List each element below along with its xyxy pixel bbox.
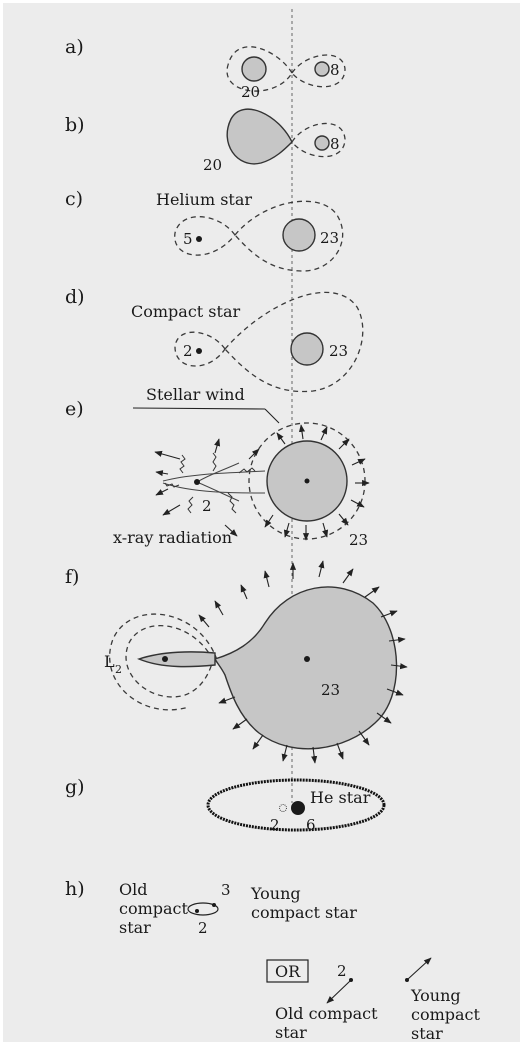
companion-envelope-f [214, 586, 398, 750]
roche-lobe-secondary [291, 54, 346, 88]
young2-label-line1: Young [410, 986, 461, 1005]
young-label-line2: compact star [251, 903, 357, 922]
compact-star-f [162, 656, 168, 662]
panel-d-label: d) [65, 286, 85, 308]
xray-arrows [154, 438, 260, 537]
mass-companion-d: 23 [329, 342, 348, 360]
roche-lobe-compact [174, 331, 226, 367]
mass-compact-d: 2 [183, 342, 193, 360]
panel-h-label: h) [65, 878, 85, 900]
old-compact-star-h [195, 909, 199, 913]
panel-a-label: a) [65, 36, 84, 58]
mass-companion-e: 23 [349, 531, 368, 549]
panel-f-label: f) [65, 566, 79, 588]
panel-h: h) Old compact star 3 2 Young compact st… [65, 878, 481, 1043]
old2-label-line1: Old compact [275, 1004, 378, 1023]
xray-rays [164, 452, 256, 514]
mass-he-g: 6 [306, 816, 316, 834]
mass-compact-g: 2 [270, 816, 280, 834]
mass-bottom-h: 2 [198, 919, 208, 937]
mass-single-h: 2 [337, 962, 347, 980]
compact-star-title: Compact star [131, 302, 240, 321]
companion-star-c [282, 218, 316, 252]
panel-f: f) 23 L 2 [65, 560, 408, 764]
companion-star-d [290, 332, 324, 366]
he-star-g [291, 801, 305, 815]
he-star-label: He star [310, 788, 371, 807]
panel-g-label: g) [65, 776, 85, 798]
panel-b: b) 20 8 [65, 108, 346, 174]
panel-c: c) Helium star 5 23 [65, 188, 344, 272]
compact-star-e [194, 479, 200, 485]
mass-secondary: 8 [330, 61, 340, 79]
helium-star-title: Helium star [156, 190, 252, 209]
companion-core-e [304, 478, 310, 484]
secondary-star [314, 61, 330, 77]
roche-lobe-companion-c [234, 200, 344, 272]
stellar-wind-pointer-tail [264, 408, 280, 424]
panel-a: a) 20 8 [65, 36, 346, 101]
secondary-star-b [314, 135, 330, 151]
common-envelope-ellipse [206, 778, 386, 832]
or-label: OR [275, 962, 301, 981]
binary-evolution-diagram: a) 20 8 b) 20 8 c) Helium star 5 23 d) C… [65, 9, 481, 1043]
young-label-line1: Young [250, 884, 301, 903]
old-label-line1: Old [119, 880, 147, 899]
mass-helium: 5 [183, 230, 193, 248]
old-label-line3: star [119, 918, 151, 937]
accretion-wedge-lower [198, 482, 240, 502]
mass-companion-c: 23 [320, 229, 339, 247]
companion-core-f [304, 656, 310, 662]
wind-arrows-f [198, 560, 408, 764]
roche-lobe-secondary-b [291, 122, 346, 158]
stellar-wind-label: Stellar wind [146, 385, 245, 404]
young2-label-line3: star [411, 1024, 443, 1042]
accretion-wedge-upper [198, 462, 240, 482]
mass-transfer-stream-f [137, 651, 216, 668]
compact-star-g [279, 804, 287, 812]
old2-label-line2: star [275, 1023, 307, 1042]
panel-b-label: b) [65, 114, 85, 136]
mass-compact-e: 2 [202, 497, 212, 515]
lagrange-label: L [104, 652, 115, 671]
panel-g: g) He star 2 6 [65, 776, 386, 834]
compact-star [196, 348, 202, 354]
old-star-velocity-arrow [326, 980, 351, 1004]
binary-orbit-h [187, 902, 219, 916]
young-star-velocity-arrow [407, 957, 432, 980]
mass-primary-b: 20 [203, 156, 222, 174]
mass-secondary-b: 8 [330, 135, 340, 153]
outer-lobe-compact-f [109, 613, 218, 711]
young-compact-star-h [212, 903, 216, 907]
panel-e-label: e) [65, 398, 84, 420]
mass-primary: 20 [241, 83, 260, 101]
mass-companion-f: 23 [321, 681, 340, 699]
mass-top-h: 3 [221, 881, 231, 899]
panel-d: d) Compact star 2 23 [65, 286, 364, 393]
roche-filling-primary [226, 108, 293, 165]
or-box [266, 959, 309, 983]
panel-c-label: c) [65, 188, 83, 210]
xray-radiation-label: x-ray radiation [113, 528, 232, 547]
helium-star [196, 236, 202, 242]
lagrange-subscript: 2 [115, 663, 122, 676]
wind-arrows [264, 424, 370, 541]
old-label-line2: compact [119, 899, 189, 918]
young2-label-line2: compact [411, 1005, 481, 1024]
roche-lobe-primary [226, 46, 293, 92]
primary-star [241, 56, 267, 82]
stellar-wind-pointer [132, 407, 266, 410]
panel-e: e) Stellar wind 2 23 x-ray radiation [65, 385, 370, 549]
roche-lobe-companion-d [224, 291, 364, 393]
roche-lobe-helium [174, 216, 236, 256]
